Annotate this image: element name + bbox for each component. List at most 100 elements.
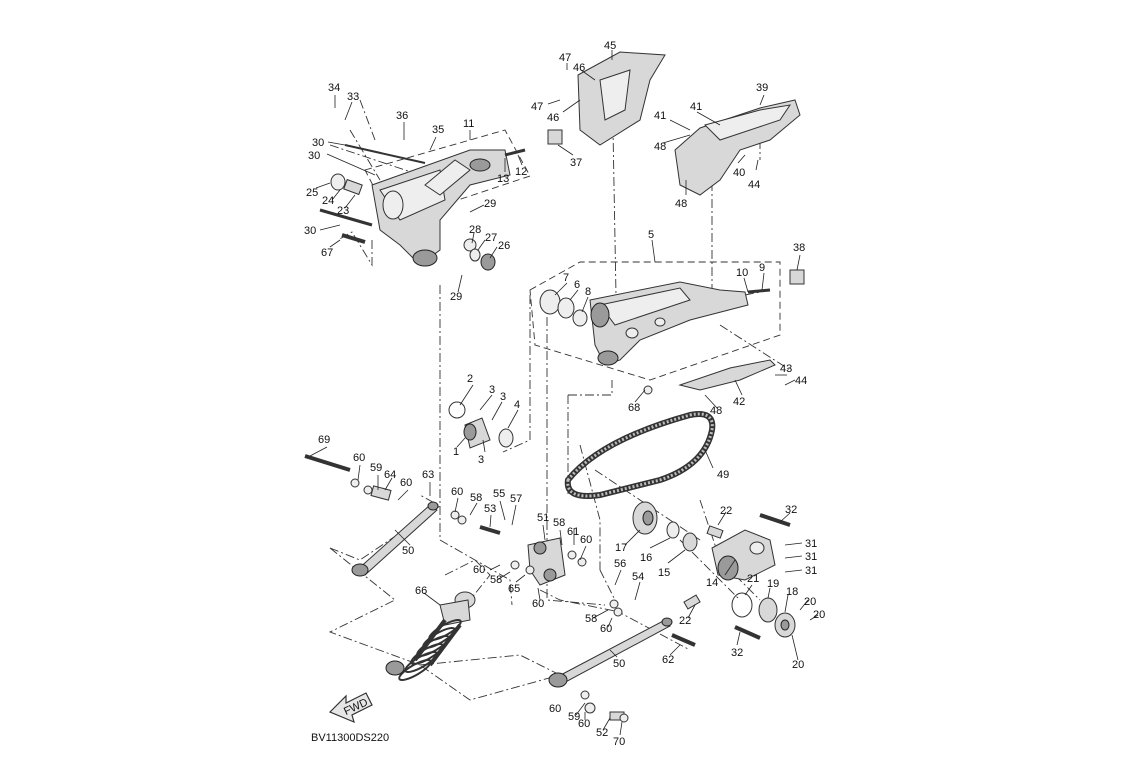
- callout-60d[interactable]: 60: [473, 564, 485, 576]
- callout-16[interactable]: 16: [640, 552, 652, 564]
- callout-45[interactable]: 45: [604, 40, 616, 52]
- callout-11[interactable]: 11: [463, 118, 474, 130]
- callout-66[interactable]: 66: [415, 585, 427, 597]
- callout-7[interactable]: 7: [563, 272, 569, 284]
- callout-47b[interactable]: 47: [531, 101, 543, 113]
- callout-69[interactable]: 69: [318, 434, 330, 446]
- callout-35[interactable]: 35: [432, 124, 444, 136]
- callout-60a[interactable]: 60: [451, 486, 463, 498]
- callout-55[interactable]: 55: [493, 488, 505, 500]
- callout-60h[interactable]: 60: [549, 703, 561, 715]
- callout-33[interactable]: 33: [347, 91, 359, 103]
- callout-1[interactable]: 1: [453, 446, 459, 458]
- callout-31a[interactable]: 31: [805, 538, 817, 550]
- callout-44b[interactable]: 44: [795, 375, 807, 387]
- callout-46b[interactable]: 46: [547, 112, 559, 124]
- callout-48b[interactable]: 48: [675, 198, 687, 210]
- callout-36[interactable]: 36: [396, 110, 408, 122]
- callout-56[interactable]: 56: [614, 558, 626, 570]
- callout-5[interactable]: 5: [648, 229, 654, 241]
- callout-30a[interactable]: 30: [312, 137, 324, 149]
- callout-23[interactable]: 23: [337, 205, 349, 217]
- callout-64[interactable]: 64: [384, 469, 396, 481]
- callout-43[interactable]: 43: [780, 363, 792, 375]
- callout-41b[interactable]: 41: [654, 110, 666, 122]
- callout-60e[interactable]: 60: [532, 598, 544, 610]
- callout-30c[interactable]: 30: [304, 225, 316, 237]
- callout-14[interactable]: 14: [706, 577, 718, 589]
- callout-22b[interactable]: 22: [679, 615, 691, 627]
- callout-6[interactable]: 6: [574, 279, 580, 291]
- callout-65[interactable]: 65: [508, 583, 520, 595]
- callout-38[interactable]: 38: [793, 242, 805, 254]
- callout-48c[interactable]: 48: [710, 405, 722, 417]
- callout-47a[interactable]: 47: [559, 52, 571, 64]
- callout-29a[interactable]: 29: [484, 198, 496, 210]
- callout-57[interactable]: 57: [510, 493, 522, 505]
- callout-9[interactable]: 9: [759, 262, 765, 274]
- callout-52[interactable]: 52: [596, 727, 608, 739]
- callout-18[interactable]: 18: [786, 586, 798, 598]
- callout-19[interactable]: 19: [767, 578, 779, 590]
- callout-2[interactable]: 2: [467, 373, 473, 385]
- callout-54[interactable]: 54: [632, 571, 644, 583]
- callout-49[interactable]: 49: [717, 469, 729, 481]
- callout-20c[interactable]: 20: [792, 659, 804, 671]
- callout-12[interactable]: 12: [515, 166, 527, 178]
- callout-60i[interactable]: 60: [578, 718, 590, 730]
- callout-41a[interactable]: 41: [690, 101, 702, 113]
- callout-28[interactable]: 28: [469, 224, 481, 236]
- callout-31b[interactable]: 31: [805, 551, 817, 563]
- callout-62[interactable]: 62: [662, 654, 674, 666]
- callout-61[interactable]: 61: [567, 526, 579, 538]
- callout-4[interactable]: 4: [514, 399, 520, 411]
- callout-60f[interactable]: 60: [580, 534, 592, 546]
- callout-39[interactable]: 39: [756, 82, 768, 94]
- callout-20a[interactable]: 20: [804, 596, 816, 608]
- callout-60b[interactable]: 60: [353, 452, 365, 464]
- callout-42[interactable]: 42: [733, 396, 745, 408]
- callout-10[interactable]: 10: [736, 267, 748, 279]
- callout-25[interactable]: 25: [306, 187, 318, 199]
- callout-22a[interactable]: 22: [720, 505, 732, 517]
- callout-3c[interactable]: 3: [478, 454, 484, 466]
- callout-50b[interactable]: 50: [613, 658, 625, 670]
- callout-15[interactable]: 15: [658, 567, 670, 579]
- callout-3b[interactable]: 3: [500, 391, 506, 403]
- callout-34[interactable]: 34: [328, 82, 340, 94]
- callout-20b[interactable]: 20: [813, 609, 825, 621]
- callout-30b[interactable]: 30: [308, 150, 320, 162]
- callout-59b[interactable]: 59: [568, 711, 580, 723]
- callout-24[interactable]: 24: [322, 195, 334, 207]
- callout-13[interactable]: 13: [497, 173, 509, 185]
- callout-51[interactable]: 51: [537, 512, 549, 524]
- callout-70[interactable]: 70: [613, 736, 625, 748]
- callout-46a[interactable]: 46: [573, 62, 585, 74]
- callout-3a[interactable]: 3: [489, 384, 495, 396]
- callout-31c[interactable]: 31: [805, 565, 817, 577]
- callout-27[interactable]: 27: [485, 232, 497, 244]
- callout-17[interactable]: 17: [615, 542, 627, 554]
- callout-58c[interactable]: 58: [553, 517, 565, 529]
- callout-60c[interactable]: 60: [400, 477, 412, 489]
- callout-50a[interactable]: 50: [402, 545, 414, 557]
- callout-68[interactable]: 68: [628, 402, 640, 414]
- callout-37[interactable]: 37: [570, 157, 582, 169]
- callout-67[interactable]: 67: [321, 247, 333, 259]
- callout-40[interactable]: 40: [733, 167, 745, 179]
- callout-58d[interactable]: 58: [585, 613, 597, 625]
- callout-53[interactable]: 53: [484, 503, 496, 515]
- callout-32a[interactable]: 32: [785, 504, 797, 516]
- callout-58a[interactable]: 58: [470, 492, 482, 504]
- callout-21[interactable]: 21: [747, 573, 759, 585]
- callout-32b[interactable]: 32: [731, 647, 743, 659]
- callout-8[interactable]: 8: [585, 286, 591, 298]
- callout-59a[interactable]: 59: [370, 462, 382, 474]
- callout-29b[interactable]: 29: [450, 291, 462, 303]
- callout-63[interactable]: 63: [422, 469, 434, 481]
- callout-48a[interactable]: 48: [654, 141, 666, 153]
- callout-26[interactable]: 26: [498, 240, 510, 252]
- callout-44a[interactable]: 44: [748, 179, 760, 191]
- callout-60g[interactable]: 60: [600, 623, 612, 635]
- callout-58b[interactable]: 58: [490, 574, 502, 586]
